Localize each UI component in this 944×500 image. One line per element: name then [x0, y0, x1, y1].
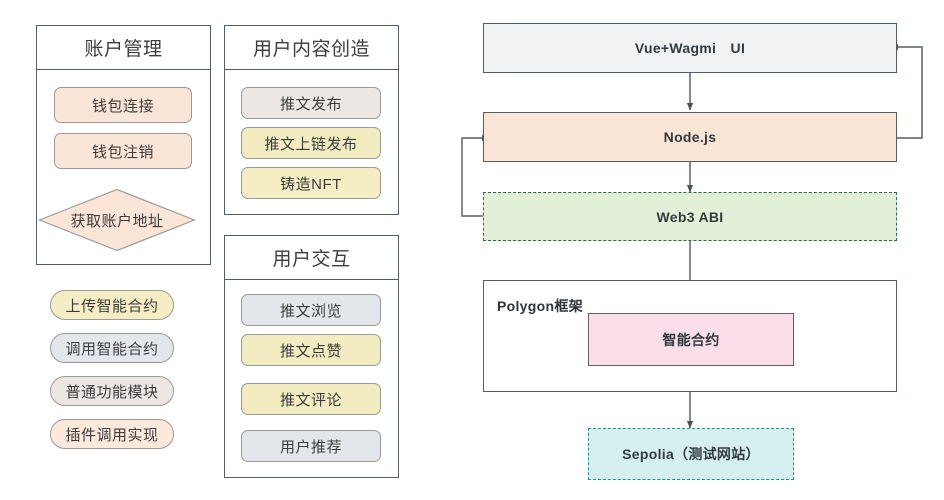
legend-pill-call-contract[interactable]: 调用智能合约: [50, 333, 174, 363]
node-web3-abi[interactable]: Web3 ABI: [483, 192, 897, 241]
node-wallet-logout[interactable]: 钱包注销: [54, 133, 192, 169]
node-tweet-comment[interactable]: 推文评论: [241, 383, 381, 415]
node-tweet-onchain-publish[interactable]: 推文上链发布: [241, 127, 381, 159]
node-get-account-address[interactable]: 获取账户地址: [38, 188, 196, 252]
legend-pill-plugin-call[interactable]: 插件调用实现: [50, 419, 174, 449]
node-tweet-publish[interactable]: 推文发布: [241, 87, 381, 119]
node-smart-contract[interactable]: 智能合约: [588, 313, 794, 366]
node-mint-nft[interactable]: 铸造NFT: [241, 167, 381, 199]
node-wallet-connect[interactable]: 钱包连接: [54, 87, 192, 123]
node-vue-wagmi-ui[interactable]: Vue+Wagmi UI: [483, 23, 897, 73]
node-nodejs[interactable]: Node.js: [483, 112, 897, 162]
legend-pill-upload-contract[interactable]: 上传智能合约: [50, 290, 174, 320]
node-user-recommendation[interactable]: 用户推荐: [241, 430, 381, 462]
group-label-polygon-framework: Polygon框架: [497, 298, 583, 314]
card-title-user-content-creation: 用户内容创造: [225, 26, 398, 70]
node-tweet-browse[interactable]: 推文浏览: [241, 294, 381, 326]
card-title-user-interaction: 用户交互: [225, 236, 398, 280]
node-sepolia-testnet[interactable]: Sepolia（测试网站）: [588, 428, 794, 480]
node-tweet-like[interactable]: 推文点赞: [241, 334, 381, 366]
legend-pill-normal-module[interactable]: 普通功能模块: [50, 376, 174, 406]
card-title-account-management: 账户管理: [37, 26, 210, 70]
diamond-shape: [38, 188, 196, 252]
